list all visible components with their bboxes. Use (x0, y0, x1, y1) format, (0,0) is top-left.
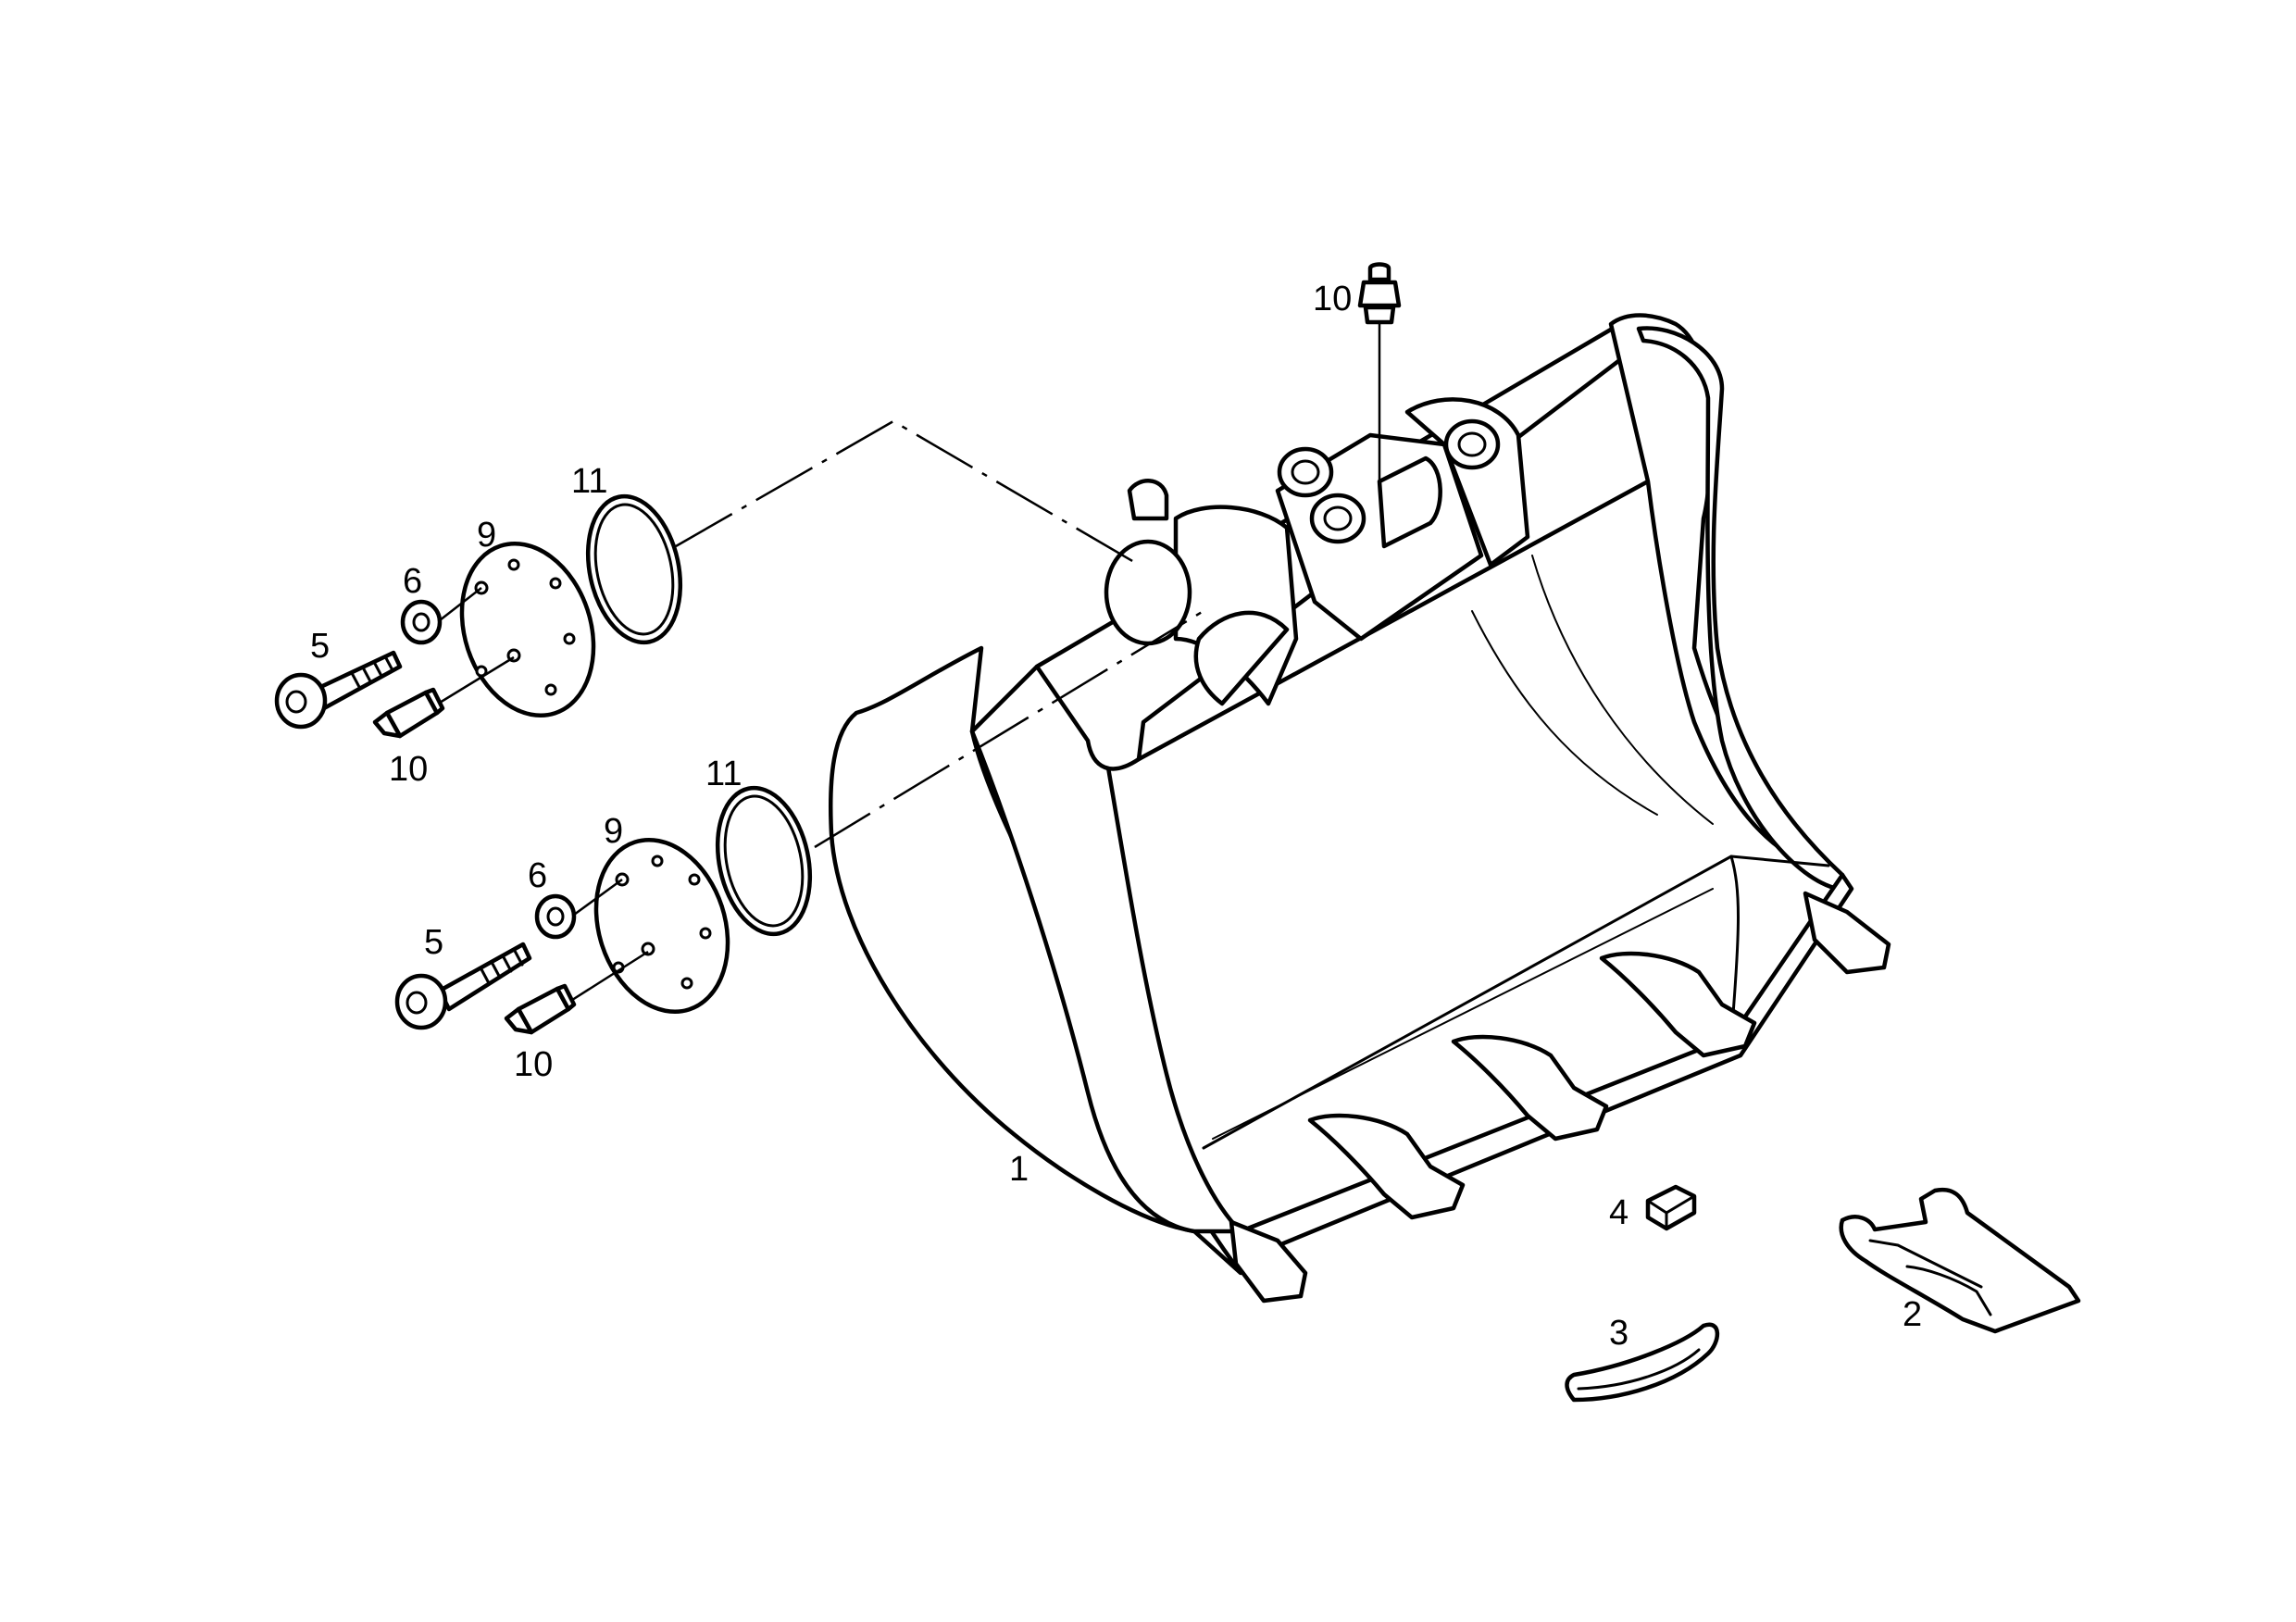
centreline-upper (675, 419, 1140, 567)
bucket-teeth (1229, 891, 1891, 1304)
cover-plate-upper (459, 541, 596, 718)
retaining-ring-upper (585, 493, 683, 645)
callout-6-upper: 6 (403, 562, 422, 601)
bolt-upper (274, 650, 403, 730)
grease-nipple-lower (504, 983, 577, 1035)
callout-10-top: 10 (1313, 280, 1352, 318)
callout-1: 1 (1009, 1150, 1029, 1189)
bucket-interior-curve (1471, 610, 1658, 816)
back-bracket (1193, 610, 1290, 706)
pin-tube (1377, 455, 1442, 549)
grease-nipple-top (1357, 262, 1402, 325)
bucket-pin-bosses (1104, 397, 1530, 706)
tooth-5 (1229, 1219, 1308, 1304)
callout-10-lower: 10 (514, 1045, 553, 1084)
retaining-ring-lower (715, 785, 813, 937)
callout-6-lower: 6 (528, 856, 547, 895)
callout-2: 2 (1903, 1295, 1922, 1334)
part-3-retainer (1565, 1322, 1720, 1403)
tooth-4 (1803, 891, 1891, 975)
tooth-1 (1307, 1113, 1466, 1220)
callout-4: 4 (1609, 1193, 1628, 1232)
callout-9-lower: 9 (604, 812, 623, 851)
callout-9-upper: 9 (477, 516, 496, 555)
callout-5-upper: 5 (310, 627, 330, 666)
upper-eye (1127, 479, 1169, 521)
grease-nipple-upper (372, 687, 445, 739)
callout-11-upper: 11 (571, 462, 607, 501)
callout-3: 3 (1609, 1314, 1628, 1353)
bucket-right-side-plate (1608, 313, 1841, 878)
part-4-pin (1645, 1184, 1697, 1231)
tooth-3 (1599, 951, 1757, 1058)
callout-10-upper: 10 (389, 750, 428, 789)
bolt-lower (394, 942, 532, 1030)
tooth-2 (1451, 1034, 1609, 1142)
part-2-tooth (1839, 1187, 2081, 1334)
callout-5-lower: 5 (424, 923, 443, 962)
callout-11-lower: 11 (705, 755, 742, 793)
centreline-lower (814, 609, 1204, 849)
